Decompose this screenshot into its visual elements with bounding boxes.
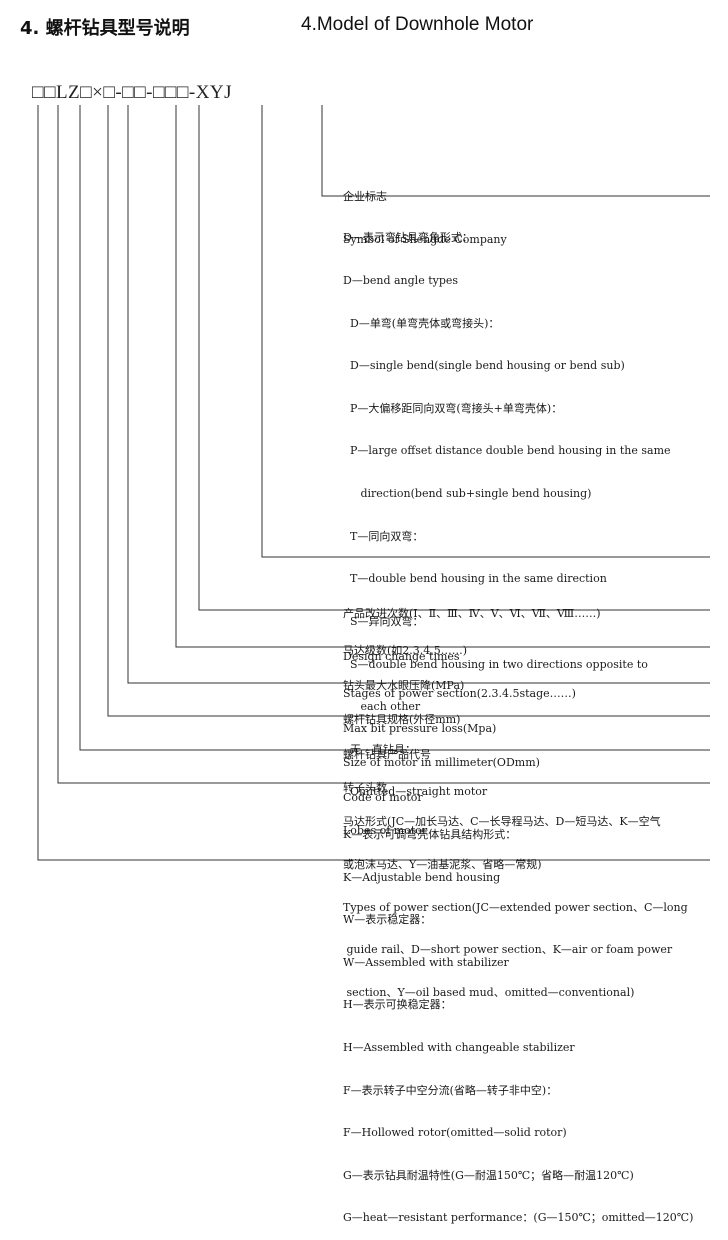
section-line: 转子头数 — [343, 781, 387, 795]
section-line: G—表示钻具耐温特性(G—耐温150℃；省略—耐温120℃) — [343, 1168, 634, 1182]
section-line: Stages of power section(2.3.4.5stage……) — [343, 687, 576, 701]
section-line: S—异向双弯： — [343, 614, 424, 628]
section-size: 螺杆钻具规格(外径mm) Size of motor in millimeter… — [343, 685, 540, 784]
section-line: 马达级数(如2.3.4.5……) — [343, 644, 468, 658]
section-lobes: 转子头数 Lobes of motor — [343, 753, 427, 852]
section-line: F—表示转子中空分流(省略—转子非中空)： — [343, 1083, 558, 1097]
section-line: D—表示弯钻具弯角形式： — [343, 231, 473, 245]
leader-stages — [175, 105, 710, 648]
section-pressure: 钻头最大水眼压降(MPa) Max bit pressure loss(Mpa) — [343, 651, 496, 750]
section-line: Symbol of Shengde Company — [343, 233, 507, 247]
section-line: section、Y—oil based mud、omitted—conventi… — [343, 985, 635, 999]
leader-design — [198, 105, 710, 611]
section-line: 产品改进次数(Ⅰ、Ⅱ、Ⅲ、Ⅳ、Ⅴ、Ⅵ、Ⅶ、Ⅷ……) — [343, 607, 601, 621]
section-line: P—large offset distance double bend hous… — [343, 444, 671, 458]
section-line: Size of motor in millimeter(ODmm) — [343, 756, 540, 770]
section-line: 马达形式(JC—加长马达、C—长导程马达、D—短马达、K—空气 — [343, 815, 661, 829]
section-types: 马达形式(JC—加长马达、C—长导程马达、D—短马达、K—空气 或泡沫马达、Y—… — [343, 787, 688, 1014]
section-line: D—bend angle types — [343, 274, 459, 288]
section-line: Types of power section(JC—extended power… — [343, 900, 688, 914]
section-line: G—heat—resistant performance：(G—150℃；omi… — [343, 1211, 694, 1225]
title-english: 4.Model of Downhole Motor — [301, 14, 534, 35]
section-line: T—同向双弯： — [343, 529, 424, 543]
section-line: Max bit pressure loss(Mpa) — [343, 722, 497, 736]
leader-size — [107, 105, 710, 717]
section-line: each other — [343, 700, 421, 714]
section-line: H—Assembled with changeable stabilizer — [343, 1040, 575, 1054]
section-line: D—单弯(单弯壳体或弯接头)： — [343, 316, 500, 330]
section-line: Code of motor — [343, 791, 423, 805]
section-line: guide rail、D—short power section、K—air o… — [343, 943, 673, 957]
section-line: direction(bend sub+single bend housing) — [343, 487, 592, 501]
title-chinese: 4. 螺杆钻具型号说明 — [20, 18, 190, 39]
section-line: Omitted—straight motor — [343, 785, 488, 799]
leader-pressure — [127, 105, 710, 684]
leader-lines — [37, 105, 710, 861]
section-design-change: 产品改进次数(Ⅰ、Ⅱ、Ⅲ、Ⅳ、Ⅴ、Ⅵ、Ⅶ、Ⅷ……) Design change … — [343, 579, 601, 678]
section-line: 钻头最大水眼压降(MPa) — [343, 679, 465, 693]
section-stages: 马达级数(如2.3.4.5……) Stages of power section… — [343, 616, 576, 715]
section-line: Lobes of motor — [343, 824, 428, 838]
section-line: Design change times — [343, 650, 460, 664]
section-line: P—大偏移距同向双弯(弯接头+单弯壳体)： — [343, 401, 563, 415]
section-symbol: 企业标志 Symbol of Shengde Company — [343, 162, 507, 261]
section-line: 螺杆钻具规格(外径mm) — [343, 713, 461, 727]
section-line: 螺杆钻具产品代号 — [343, 748, 431, 762]
section-line: S—double bend housing in two directions … — [343, 657, 648, 671]
section-line: 或泡沫马达、Y—油基泥浆、省略—常规) — [343, 858, 542, 872]
leader-lobes — [57, 105, 710, 784]
leader-symbol — [321, 105, 710, 197]
section-line: K—表示可调弯壳体钻具结构形式： — [343, 827, 517, 841]
leader-code — [79, 105, 710, 751]
section-line: D—single bend(single bend housing or ben… — [343, 359, 625, 373]
model-code-template: □□LZ□×□-□□-□□□-XYJ — [32, 82, 233, 103]
section-line: 无—直钻具： — [343, 742, 416, 756]
section-line: T—double bend housing in the same direct… — [343, 572, 607, 586]
leader-bend — [261, 105, 710, 558]
leader-types — [37, 105, 710, 861]
section-code: 螺杆钻具产品代号 Code of motor — [343, 720, 431, 819]
section-line: 企业标志 — [343, 190, 387, 204]
section-line: F—Hollowed rotor(omitted—solid rotor) — [343, 1126, 567, 1140]
